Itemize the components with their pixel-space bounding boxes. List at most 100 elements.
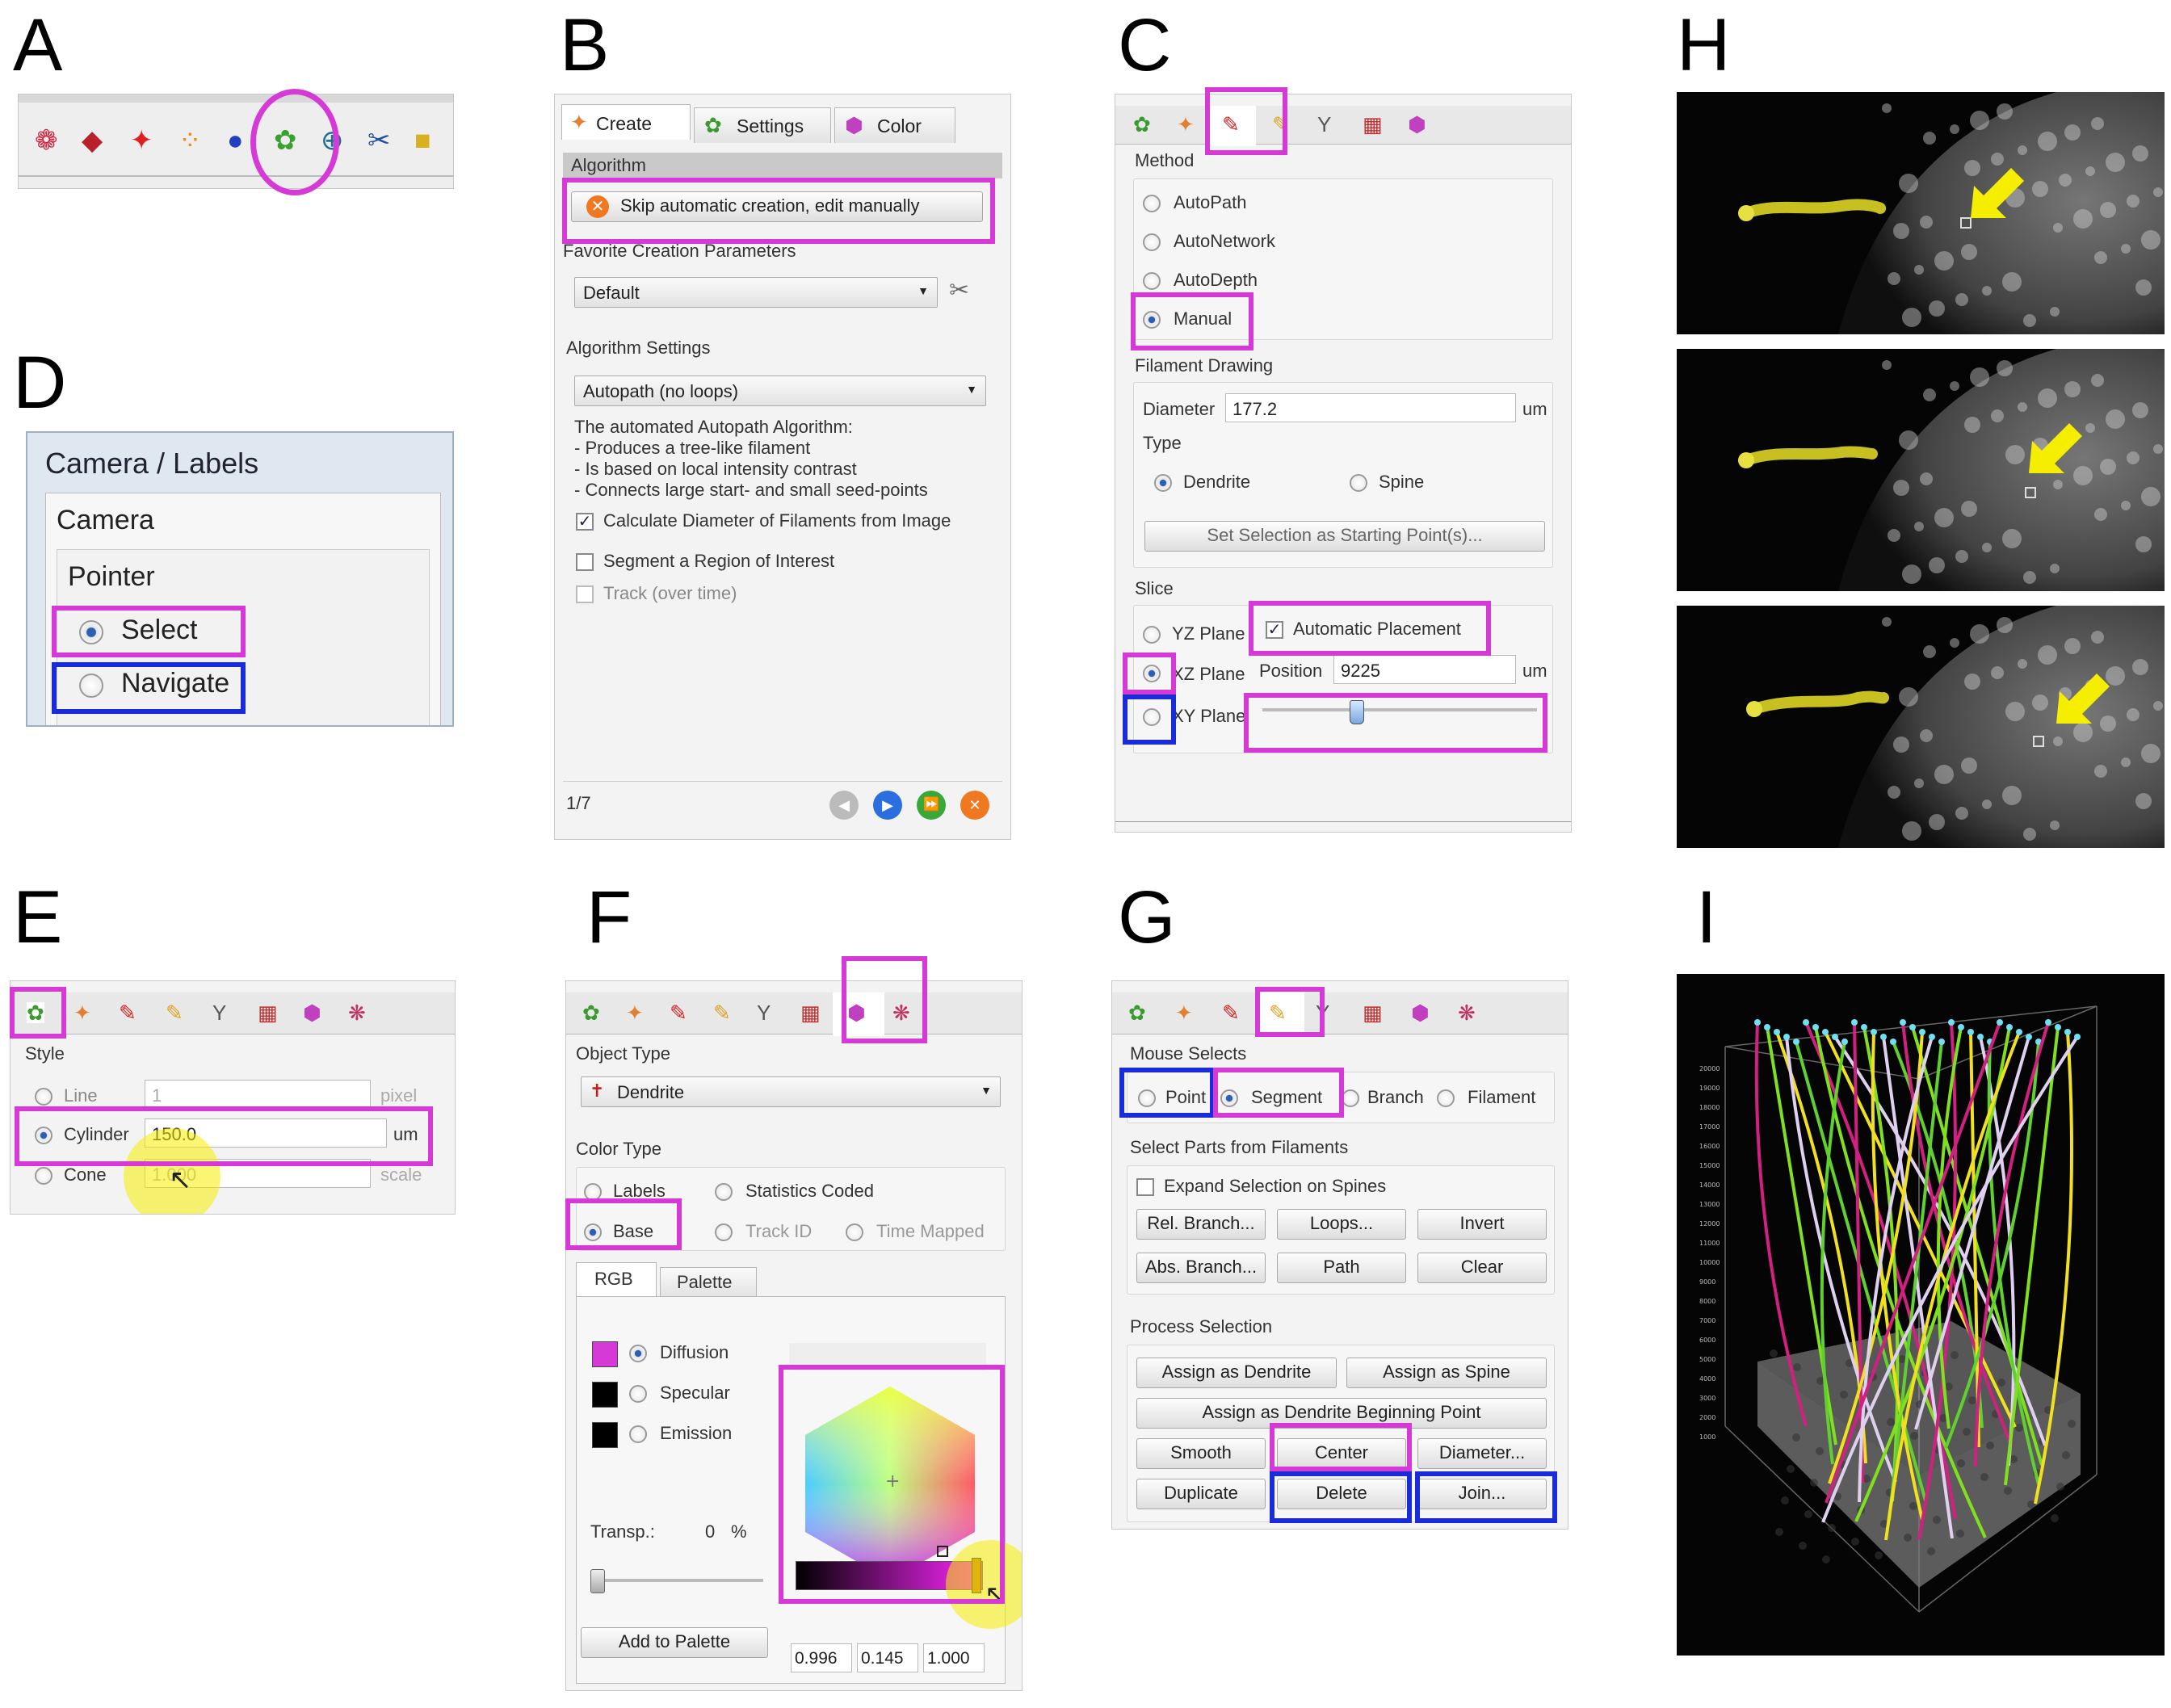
color-wheel-icon[interactable]: ⬢ <box>303 1001 321 1025</box>
filament-3d-view[interactable]: 2000019000180001700016000150001400013000… <box>1677 974 2165 1656</box>
center-button[interactable]: Center <box>1277 1438 1406 1469</box>
method-autonetwork-radio[interactable] <box>1143 233 1161 251</box>
point-radio[interactable] <box>1138 1089 1156 1107</box>
base-radio[interactable] <box>584 1223 602 1241</box>
invert-button[interactable]: Invert <box>1417 1209 1547 1240</box>
statistics-chart-icon[interactable]: ▦ <box>1363 1001 1383 1025</box>
diffusion-swatch[interactable] <box>592 1341 618 1367</box>
object-type-select[interactable]: ✝ Dendrite <box>581 1076 1001 1107</box>
time-mapped-radio[interactable] <box>846 1223 863 1241</box>
emission-swatch[interactable] <box>592 1422 618 1448</box>
color-hexagon-picker[interactable]: + <box>789 1379 991 1605</box>
tab-create[interactable]: ✦ Create <box>561 104 691 140</box>
stats-coded-radio[interactable] <box>715 1183 733 1201</box>
track-id-radio[interactable] <box>715 1223 733 1241</box>
edit-pen-icon[interactable]: ✎ <box>713 1001 731 1025</box>
add-to-palette-button[interactable]: Add to Palette <box>581 1627 768 1658</box>
set-starting-point-button[interactable]: Set Selection as Starting Point(s)... <box>1144 521 1545 552</box>
type-spine-radio[interactable] <box>1350 474 1367 492</box>
assign-beginning-point-button[interactable]: Assign as Dendrite Beginning Point <box>1136 1398 1547 1429</box>
green-value-input[interactable]: 0.145 <box>857 1643 918 1672</box>
position-input[interactable]: 9225 <box>1333 655 1516 684</box>
create-wand-icon[interactable]: ✦ <box>1177 112 1195 136</box>
edit-pen-icon[interactable]: ✎ <box>1272 112 1290 136</box>
tab-color[interactable]: ⬢ Color <box>834 107 955 143</box>
tab-color[interactable]: ⬢ <box>833 992 884 1036</box>
style-line-radio[interactable] <box>35 1088 52 1106</box>
method-autodepth-radio[interactable] <box>1143 272 1161 290</box>
auto-placement-checkbox[interactable]: ✓ <box>1266 621 1283 639</box>
spots-red-icon[interactable]: ◆ <box>82 125 103 156</box>
tab-edit-selection[interactable]: ✎ <box>1256 992 1304 1036</box>
track-checkbox[interactable] <box>576 585 594 603</box>
expand-spines-checkbox[interactable] <box>1136 1178 1154 1196</box>
filter-funnel-icon[interactable]: Υ <box>1317 112 1332 136</box>
filament-radio[interactable] <box>1437 1089 1455 1107</box>
smooth-button[interactable]: Smooth <box>1136 1438 1266 1469</box>
filter-funnel-icon[interactable]: Υ <box>212 1001 227 1025</box>
filament-leaf-icon[interactable]: ✿ <box>1128 1001 1146 1025</box>
filament-leaf-icon[interactable]: ✿ <box>27 1001 44 1025</box>
statistics-chart-icon[interactable]: ▦ <box>1363 112 1383 136</box>
transparency-slider-thumb[interactable] <box>590 1569 605 1593</box>
tab-edit[interactable]: ✎ <box>1206 106 1256 146</box>
delete-button[interactable]: Delete <box>1277 1479 1406 1509</box>
filter-funnel-icon[interactable]: Υ <box>757 1001 771 1025</box>
create-wand-icon[interactable]: ✦ <box>626 1001 644 1025</box>
clipping-plane-icon[interactable]: ✂ <box>367 125 391 156</box>
method-manual-radio[interactable] <box>1143 311 1161 329</box>
specular-swatch[interactable] <box>592 1382 618 1408</box>
segment-roi-checkbox[interactable] <box>576 553 594 571</box>
line-width-input[interactable]: 1 <box>145 1080 371 1109</box>
finish-icon[interactable]: ⏩ <box>917 791 946 820</box>
algorithm-select[interactable]: Autopath (no loops) <box>574 376 986 406</box>
calc-diameter-checkbox[interactable]: ✓ <box>576 513 594 531</box>
create-wand-icon[interactable]: ✦ <box>1175 1001 1193 1025</box>
folder-icon[interactable]: ■ <box>414 125 431 156</box>
edit-pen-icon[interactable]: ✎ <box>166 1001 183 1025</box>
type-dendrite-radio[interactable] <box>1154 474 1172 492</box>
style-cone-radio[interactable] <box>35 1167 52 1185</box>
diffusion-radio[interactable] <box>629 1345 647 1362</box>
settings-gear-icon[interactable]: ❋ <box>348 1001 366 1025</box>
clear-button[interactable]: Clear <box>1417 1253 1547 1283</box>
edit-pencil-icon[interactable]: ✎ <box>670 1001 687 1025</box>
favorite-params-select[interactable]: Default <box>574 277 938 308</box>
color-wheel-icon[interactable]: ⬢ <box>1408 112 1426 136</box>
duplicate-button[interactable]: Duplicate <box>1136 1479 1266 1509</box>
skip-automatic-button[interactable]: ✕ Skip automatic creation, edit manually <box>571 191 983 222</box>
tab-settings[interactable]: ✿ Settings <box>694 107 831 143</box>
statistics-chart-icon[interactable]: ▦ <box>258 1001 278 1025</box>
method-autopath-radio[interactable] <box>1143 195 1161 212</box>
color-wheel-icon[interactable]: ⬢ <box>1411 1001 1430 1025</box>
statistics-chart-icon[interactable]: ▦ <box>800 1001 821 1025</box>
rel-branch-button[interactable]: Rel. Branch... <box>1136 1209 1266 1240</box>
join-button[interactable]: Join... <box>1417 1479 1547 1509</box>
edit-pencil-icon[interactable]: ✎ <box>119 1001 136 1025</box>
slice-slider-thumb[interactable] <box>1350 700 1364 724</box>
red-value-input[interactable]: 0.996 <box>791 1643 852 1672</box>
spots-icon[interactable]: ⁘ <box>178 125 202 156</box>
loops-button[interactable]: Loops... <box>1277 1209 1406 1240</box>
path-button[interactable]: Path <box>1277 1253 1406 1283</box>
style-cylinder-radio[interactable] <box>35 1127 52 1144</box>
filter-funnel-icon[interactable]: Υ <box>1316 1001 1330 1025</box>
cancel-icon[interactable]: ✕ <box>960 791 989 820</box>
xy-plane-radio[interactable] <box>1143 708 1161 726</box>
assign-dendrite-button[interactable]: Assign as Dendrite <box>1136 1358 1337 1388</box>
measurement-points-icon[interactable]: ✦ <box>130 125 153 156</box>
transparency-slider-track[interactable] <box>594 1579 763 1582</box>
tab-rgb[interactable]: RGB <box>576 1262 657 1296</box>
settings-gear-icon[interactable]: ❋ <box>1458 1001 1476 1025</box>
navigate-radio[interactable] <box>79 674 103 698</box>
back-icon[interactable]: ◀ <box>829 791 859 820</box>
tools-icon[interactable]: ✂ <box>949 277 970 304</box>
create-wand-icon[interactable]: ✦ <box>73 1001 91 1025</box>
filament-leaf-icon[interactable]: ✿ <box>582 1001 600 1025</box>
slice-slider-track[interactable] <box>1262 708 1537 711</box>
labels-radio[interactable] <box>584 1183 602 1201</box>
segment-radio[interactable] <box>1220 1089 1238 1107</box>
tab-palette[interactable]: Palette <box>660 1267 757 1296</box>
filament-leaf-icon[interactable]: ✿ <box>1133 112 1151 136</box>
edit-pencil-icon[interactable]: ✎ <box>1222 1001 1240 1025</box>
